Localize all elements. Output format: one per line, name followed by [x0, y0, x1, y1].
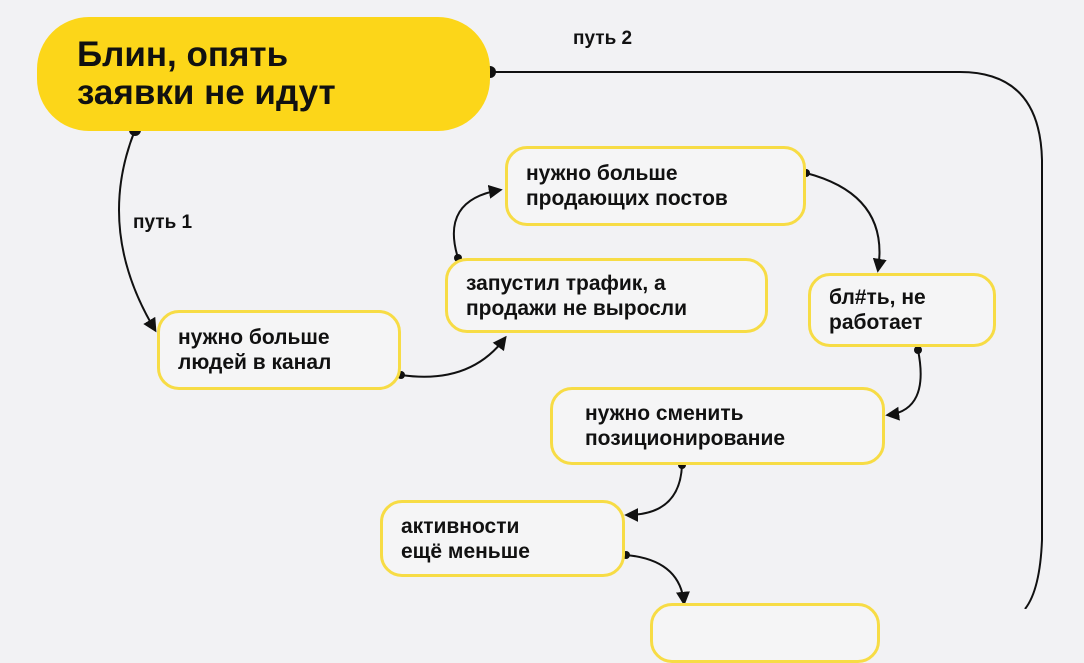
node-text: людей в канал — [178, 351, 332, 374]
node-text: ещё меньше — [401, 539, 530, 563]
node-text: запустил трафик, а — [466, 271, 666, 295]
start-line1: Блин, опять — [77, 35, 289, 74]
arrow-activity-to-next — [625, 554, 690, 606]
path-1-arrow — [118, 129, 157, 333]
arrow-traffic-to-posts — [452, 184, 503, 259]
node-text: нужно больше — [526, 162, 678, 185]
start-line2: заявки не идут — [77, 73, 336, 112]
arrow-positioning-to-activity — [624, 464, 683, 522]
arrow-posts-to-notworking — [805, 172, 887, 273]
node-text: нужно больше — [178, 326, 330, 349]
path-2-label: путь 2 — [573, 28, 633, 49]
node-text: позиционирование — [585, 427, 786, 450]
node-text: нужно сменить — [585, 402, 744, 425]
node-text: работает — [829, 311, 923, 334]
path-1-label: путь 1 — [133, 212, 193, 233]
node-text: продающих постов — [526, 187, 728, 210]
node-text: активности — [401, 514, 520, 538]
arrow-people-to-traffic — [400, 335, 507, 378]
arrow-notworking-to-positioning — [885, 349, 922, 421]
node-text: бл#ть, не — [829, 286, 926, 309]
node-text: продажи не выросли — [466, 296, 688, 320]
path-2-line — [490, 71, 1043, 609]
node-next-partial — [650, 603, 880, 663]
